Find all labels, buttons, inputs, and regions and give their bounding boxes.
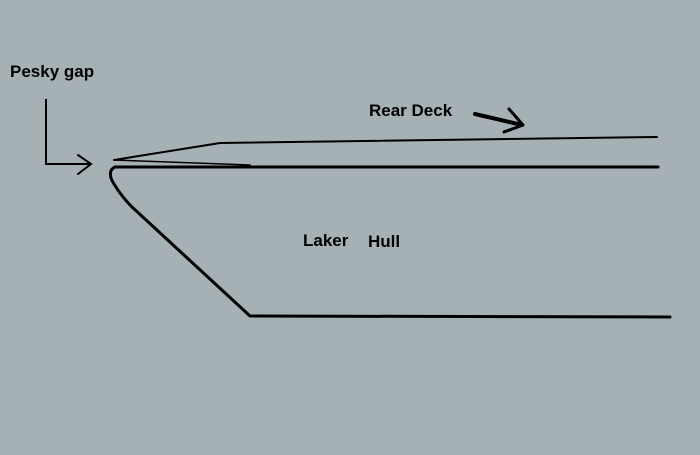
rear-deck-underside-line	[113, 159, 251, 166]
laker-label: Laker	[303, 231, 349, 250]
hull-outline	[108, 165, 672, 319]
elbow-arrow-right-icon	[45, 99, 93, 175]
arrow-right-icon	[473, 107, 525, 134]
rear-deck-line	[113, 136, 658, 161]
pesky-gap-label: Pesky gap	[10, 62, 95, 81]
rear-deck-label: Rear Deck	[369, 101, 453, 120]
hull-label: Hull	[368, 232, 401, 251]
